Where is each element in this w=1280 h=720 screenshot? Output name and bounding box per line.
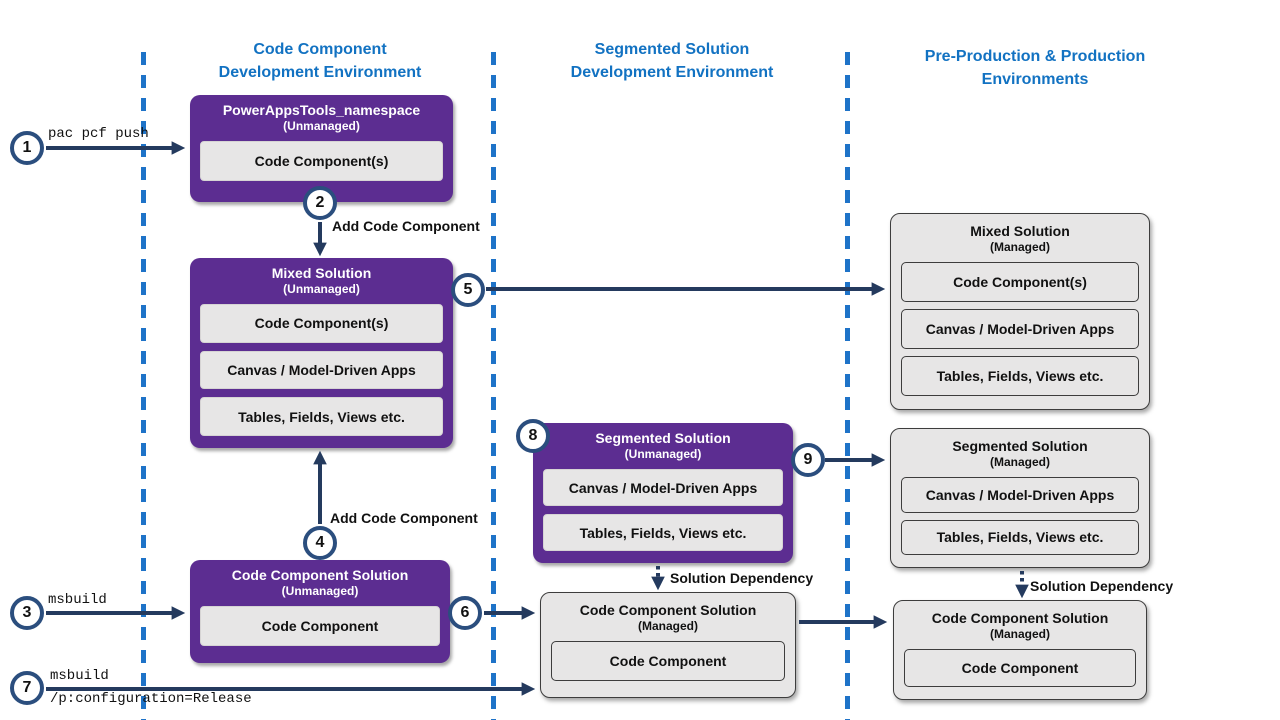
environment-divider bbox=[845, 52, 850, 720]
step-badge-5: 5 bbox=[451, 273, 485, 307]
command-label-msbuild: msbuild bbox=[48, 592, 107, 608]
solution-title: Segmented Solution bbox=[595, 430, 731, 446]
column-header-line: Segmented Solution bbox=[594, 41, 750, 58]
solution-box-header: Mixed Solution (Managed) bbox=[901, 223, 1139, 254]
command-label-msbuild-line1: msbuild bbox=[50, 668, 109, 684]
arrow-label-solution-dependency-dev: Solution Dependency bbox=[670, 570, 814, 586]
solution-box-header: Segmented Solution (Managed) bbox=[901, 438, 1139, 469]
solution-item: Canvas / Model-Driven Apps bbox=[200, 350, 443, 390]
code-component-solution-unmanaged-box: Code Component Solution (Unmanaged) Code… bbox=[190, 560, 450, 663]
step-badge-1: 1 bbox=[10, 131, 44, 165]
solution-title: Code Component Solution bbox=[931, 610, 1109, 626]
column-header-preprod-prod: Pre-Production & Production Environments bbox=[880, 45, 1190, 91]
solution-subtitle: (Unmanaged) bbox=[281, 584, 359, 598]
solution-box-header: Segmented Solution (Unmanaged) bbox=[543, 430, 783, 461]
solution-box-header: Code Component Solution (Unmanaged) bbox=[200, 567, 440, 598]
solution-item: Tables, Fields, Views etc. bbox=[200, 397, 443, 437]
column-header-code-component-dev: Code Component Development Environment bbox=[170, 38, 470, 84]
solution-item: Tables, Fields, Views etc. bbox=[901, 519, 1139, 555]
segmented-solution-unmanaged-box: Segmented Solution (Unmanaged) Canvas / … bbox=[533, 423, 793, 563]
solution-item: Code Component bbox=[904, 649, 1136, 687]
solution-item: Code Component bbox=[551, 641, 785, 681]
solution-item: Tables, Fields, Views etc. bbox=[543, 514, 783, 551]
segmented-solution-managed-box: Segmented Solution (Managed) Canvas / Mo… bbox=[890, 428, 1150, 568]
mixed-solution-managed-box: Mixed Solution (Managed) Code Component(… bbox=[890, 213, 1150, 410]
solution-item: Canvas / Model-Driven Apps bbox=[901, 477, 1139, 513]
solution-subtitle: (Unmanaged) bbox=[283, 282, 360, 296]
solution-subtitle: (Unmanaged) bbox=[283, 119, 360, 133]
step-badge-8: 8 bbox=[516, 419, 550, 453]
command-label-pac-pcf-push: pac pcf push bbox=[48, 126, 149, 142]
solution-item: Code Component bbox=[200, 606, 440, 646]
solution-subtitle: (Managed) bbox=[990, 627, 1050, 641]
solution-title: PowerAppsTools_namespace bbox=[222, 102, 421, 118]
solution-box-header: PowerAppsTools_namespace (Unmanaged) bbox=[200, 102, 443, 133]
command-label-msbuild-line2: /p:configuration=Release bbox=[50, 691, 252, 707]
environment-divider bbox=[491, 52, 496, 720]
arrow-label-solution-dependency-prod: Solution Dependency bbox=[1030, 578, 1174, 594]
column-header-line: Development Environment bbox=[570, 64, 774, 81]
solution-box-header: Code Component Solution (Managed) bbox=[904, 610, 1136, 641]
solution-item: Code Component(s) bbox=[200, 304, 443, 343]
solution-subtitle: (Managed) bbox=[990, 455, 1050, 469]
solution-item: Tables, Fields, Views etc. bbox=[901, 356, 1139, 396]
arrow-label-add-code-component-top: Add Code Component bbox=[332, 218, 480, 234]
step-badge-7: 7 bbox=[10, 671, 44, 705]
solution-title: Mixed Solution bbox=[970, 223, 1070, 239]
step-badge-2: 2 bbox=[303, 186, 337, 220]
powerappstools-namespace-box: PowerAppsTools_namespace (Unmanaged) Cod… bbox=[190, 95, 453, 202]
step-badge-3: 3 bbox=[10, 596, 44, 630]
solution-title: Code Component Solution bbox=[579, 602, 757, 618]
step-badge-4: 4 bbox=[303, 526, 337, 560]
step-badge-6: 6 bbox=[448, 596, 482, 630]
solution-subtitle: (Managed) bbox=[990, 240, 1050, 254]
mixed-solution-unmanaged-box: Mixed Solution (Unmanaged) Code Componen… bbox=[190, 258, 453, 448]
code-component-solution-managed-box-dev: Code Component Solution (Managed) Code C… bbox=[540, 592, 796, 698]
solution-subtitle: (Unmanaged) bbox=[624, 447, 702, 461]
solution-item: Code Component(s) bbox=[901, 262, 1139, 302]
column-header-line: Environments bbox=[981, 71, 1089, 88]
step-badge-9: 9 bbox=[791, 443, 825, 477]
column-header-line: Code Component bbox=[253, 41, 387, 58]
solution-box-header: Code Component Solution (Managed) bbox=[551, 602, 785, 633]
code-component-solution-managed-box-prod: Code Component Solution (Managed) Code C… bbox=[893, 600, 1147, 700]
solution-item: Code Component(s) bbox=[200, 141, 443, 181]
column-header-segmented-dev: Segmented Solution Development Environme… bbox=[520, 38, 824, 84]
solution-title: Code Component Solution bbox=[231, 567, 409, 583]
arrow-label-add-code-component-bottom: Add Code Component bbox=[330, 510, 478, 526]
solution-item: Canvas / Model-Driven Apps bbox=[543, 469, 783, 506]
solution-subtitle: (Managed) bbox=[638, 619, 698, 633]
solution-box-header: Mixed Solution (Unmanaged) bbox=[200, 265, 443, 296]
solution-title: Mixed Solution bbox=[271, 265, 372, 281]
solution-item: Canvas / Model-Driven Apps bbox=[901, 309, 1139, 349]
solution-title: Segmented Solution bbox=[952, 438, 1088, 454]
column-header-line: Development Environment bbox=[218, 64, 422, 81]
environment-divider bbox=[141, 52, 146, 720]
column-header-line: Pre-Production & Production bbox=[924, 48, 1146, 65]
